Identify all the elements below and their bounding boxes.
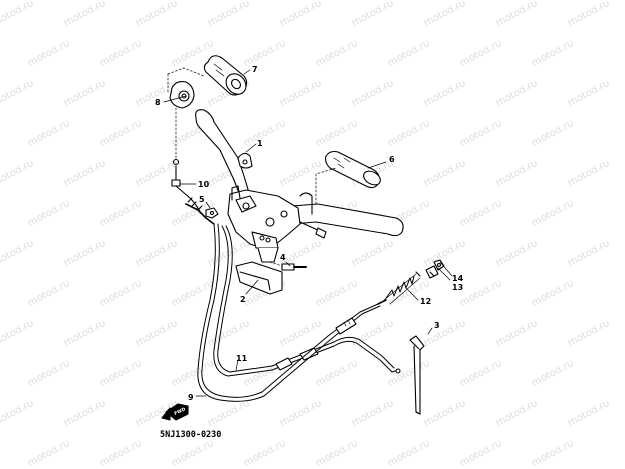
callout-2: 2 xyxy=(240,295,246,304)
callout-12: 12 xyxy=(420,297,431,306)
fwd-label: FWD xyxy=(173,406,186,417)
callout-10: 10 xyxy=(198,180,210,189)
callout-14: 14 xyxy=(452,274,464,283)
part-6-grip xyxy=(324,150,381,189)
part-8-throttle-housing xyxy=(167,67,205,161)
callout-11: 11 xyxy=(236,354,248,363)
throttle-cable-fitting xyxy=(185,197,215,225)
handlebar-bracket xyxy=(227,185,327,263)
drawing-code: 5NJ1300-0230 xyxy=(160,430,222,440)
part-4-bolt xyxy=(269,261,307,271)
callout-6: 6 xyxy=(389,155,395,164)
leader-lines xyxy=(163,69,453,397)
callout-7: 7 xyxy=(252,65,258,74)
fwd-arrow-icon xyxy=(161,403,189,421)
callout-9: 9 xyxy=(188,393,194,402)
callout-5: 5 xyxy=(199,195,205,204)
callout-13: 13 xyxy=(452,283,463,292)
callout-8: 8 xyxy=(155,98,161,107)
callout-3: 3 xyxy=(434,321,440,330)
part-5-nut xyxy=(205,207,219,219)
callout-4: 4 xyxy=(280,253,286,262)
callout-1: 1 xyxy=(257,139,263,148)
part-7-grip xyxy=(203,55,248,96)
part-3-cable-tie xyxy=(409,335,425,415)
part-12-spring xyxy=(383,271,421,305)
part-2-guard xyxy=(235,261,283,295)
part-9-cable xyxy=(197,223,387,402)
part-14-cap xyxy=(433,259,445,271)
part-13-nut xyxy=(425,265,439,279)
